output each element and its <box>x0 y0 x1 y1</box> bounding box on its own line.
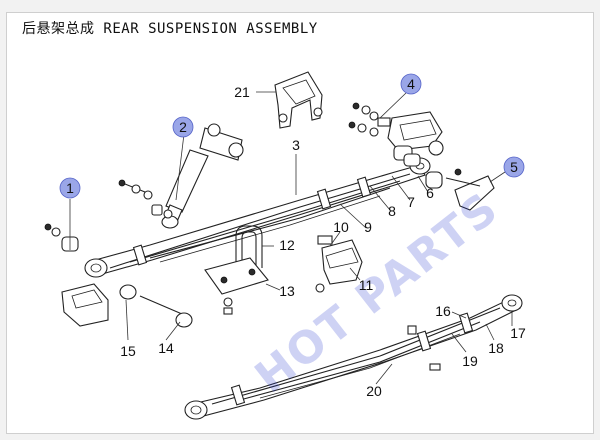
svg-text:19: 19 <box>462 353 478 369</box>
callout-2: 2 <box>172 116 194 138</box>
callout-16: 16 <box>435 303 451 319</box>
bump-stop <box>315 235 363 293</box>
lower-leaf-spring <box>184 294 523 420</box>
shock-absorber <box>118 123 244 229</box>
callout-12: 12 <box>279 237 295 253</box>
callout-1: 1 <box>59 177 81 199</box>
svg-text:12: 12 <box>279 237 295 253</box>
callout-13: 13 <box>279 283 295 299</box>
callout-7: 7 <box>407 194 415 210</box>
svg-text:5: 5 <box>510 159 518 175</box>
mounting-bracket-21 <box>274 71 323 129</box>
callout-6: 6 <box>426 185 434 201</box>
callout-4: 4 <box>400 73 422 95</box>
leader-lines <box>69 91 513 385</box>
callouts: 1 2 3 4 5 6 7 8 9 10 <box>59 73 526 399</box>
svg-text:20: 20 <box>366 383 382 399</box>
svg-text:18: 18 <box>488 340 504 356</box>
front-hanger <box>44 223 193 328</box>
svg-text:15: 15 <box>120 343 136 359</box>
callout-9: 9 <box>364 219 372 235</box>
callout-5: 5 <box>503 156 525 178</box>
u-bolt-plate <box>204 225 269 315</box>
shackle-assembly <box>348 102 495 211</box>
callout-17: 17 <box>510 325 526 341</box>
callout-20: 20 <box>366 383 382 399</box>
svg-text:17: 17 <box>510 325 526 341</box>
upper-leaf-spring <box>84 157 431 278</box>
svg-text:14: 14 <box>158 340 174 356</box>
svg-text:9: 9 <box>364 219 372 235</box>
callout-14: 14 <box>158 340 174 356</box>
svg-text:2: 2 <box>179 119 187 135</box>
callout-18: 18 <box>488 340 504 356</box>
callout-8: 8 <box>388 203 396 219</box>
svg-text:21: 21 <box>234 84 250 100</box>
svg-text:4: 4 <box>407 76 415 92</box>
callout-3: 3 <box>292 137 300 153</box>
callout-10: 10 <box>333 219 349 235</box>
callout-21: 21 <box>234 84 250 100</box>
svg-text:6: 6 <box>426 185 434 201</box>
svg-text:10: 10 <box>333 219 349 235</box>
diagram-title: 后悬架总成 REAR SUSPENSION ASSEMBLY <box>22 21 318 37</box>
svg-text:7: 7 <box>407 194 415 210</box>
svg-text:11: 11 <box>359 277 374 293</box>
callout-19: 19 <box>462 353 478 369</box>
callout-11: 11 <box>359 277 374 293</box>
callout-15: 15 <box>120 343 136 359</box>
svg-text:13: 13 <box>279 283 295 299</box>
svg-text:3: 3 <box>292 137 300 153</box>
svg-text:1: 1 <box>66 180 74 196</box>
svg-text:8: 8 <box>388 203 396 219</box>
svg-text:16: 16 <box>435 303 451 319</box>
